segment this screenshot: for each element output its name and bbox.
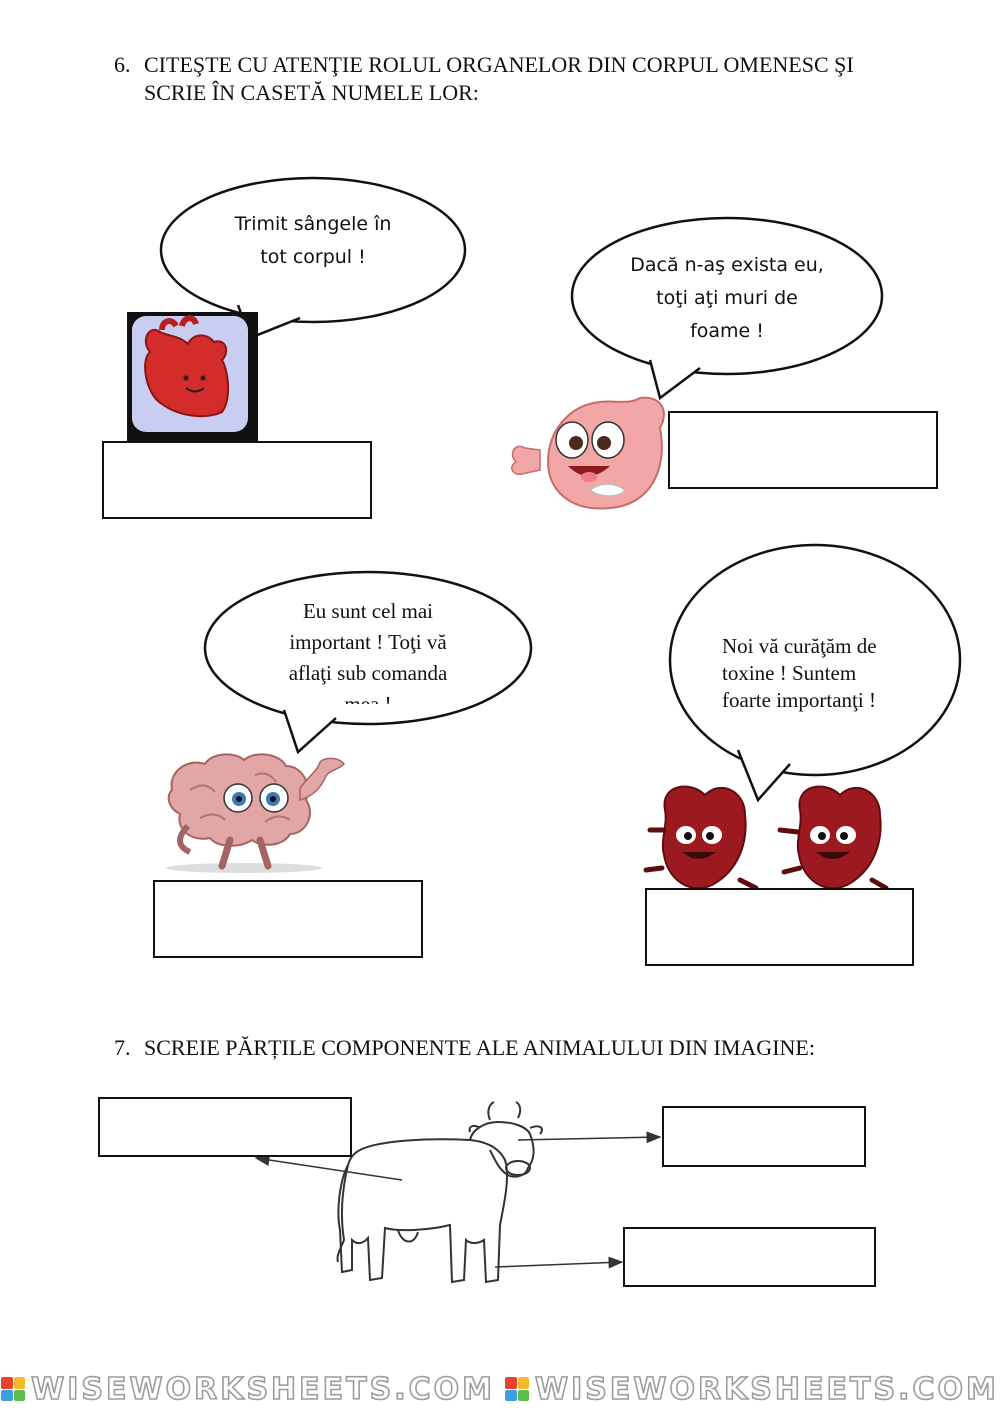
answer-box-brain[interactable] (153, 880, 425, 958)
wiseworksheets-logo: WISEWORKSHEETS.COM (505, 1371, 999, 1408)
cow-illustration (336, 1101, 543, 1284)
bubble-text-stomach: Dacă n-aş exista eu, toţi aţi muri de fo… (630, 254, 824, 342)
exercise-7-heading: 7. SCREIE PĂRȚILE COMPONENTE ALE ANIMALUL… (114, 1034, 815, 1062)
kidneys-illustration (643, 785, 889, 891)
speech-bubble-stomach (570, 216, 884, 401)
heart-illustration (127, 312, 258, 441)
answer-input-stomach[interactable] (670, 413, 940, 489)
arrow-head-label (517, 1131, 662, 1144)
exercise-number: 7. (114, 1035, 131, 1060)
arrow-leg-label (494, 1256, 624, 1269)
exercise-number: 6. (114, 52, 131, 77)
arrow-body-label (254, 1154, 403, 1181)
bubble-text-brain: Eu sunt cel mai important ! Toţi vă afla… (288, 599, 448, 704)
answer-box-body[interactable] (98, 1097, 354, 1157)
answer-input-brain[interactable] (155, 882, 425, 958)
answer-input-kidneys[interactable] (647, 890, 916, 966)
wiseworksheets-logo: WISEWORKSHEETS.COM (1, 1371, 495, 1408)
answer-input-head[interactable] (664, 1108, 868, 1167)
logo-icon (505, 1377, 529, 1401)
answer-box-head[interactable] (662, 1106, 868, 1167)
instruction-text: SCREIE PĂRȚILE COMPONENTE ALE ANIMALULUI… (144, 1035, 815, 1060)
stomach-illustration (511, 396, 665, 510)
answer-box-kidneys[interactable] (645, 888, 916, 966)
answer-box-stomach[interactable] (668, 411, 940, 489)
answer-input-legs[interactable] (625, 1229, 878, 1287)
instruction-line-2: SCRIE ÎN CASETĂ NUMELE LOR: (144, 80, 479, 105)
bubble-text-heart: Trimit sângele în tot corpul ! (234, 213, 392, 268)
answer-box-heart[interactable] (102, 441, 374, 519)
footer-watermark: WISEWORKSHEETS.COM WISEWORKSHEETS.COM (0, 1365, 1000, 1413)
logo-icon (1, 1377, 26, 1401)
answer-input-heart[interactable] (104, 443, 374, 519)
logo-text: WISEWORKSHEETS.COM (30, 1371, 495, 1408)
speech-bubble-brain (203, 570, 533, 755)
logo-text: WISEWORKSHEETS.COM (534, 1371, 999, 1408)
exercise-6-heading: 6. CITEŞTE CU ATENŢIE ROLUL ORGANELOR DIN… (114, 51, 854, 107)
instruction-line-1: CITEŞTE CU ATENŢIE ROLUL ORGANELOR DIN C… (144, 52, 854, 77)
brain-illustration (166, 753, 345, 873)
bubble-text-kidneys: Noi vă curăţăm de toxine ! Suntem foarte… (722, 634, 877, 712)
answer-box-legs[interactable] (623, 1227, 878, 1287)
answer-input-body[interactable] (100, 1099, 354, 1157)
speech-bubble-kidneys (668, 543, 962, 803)
